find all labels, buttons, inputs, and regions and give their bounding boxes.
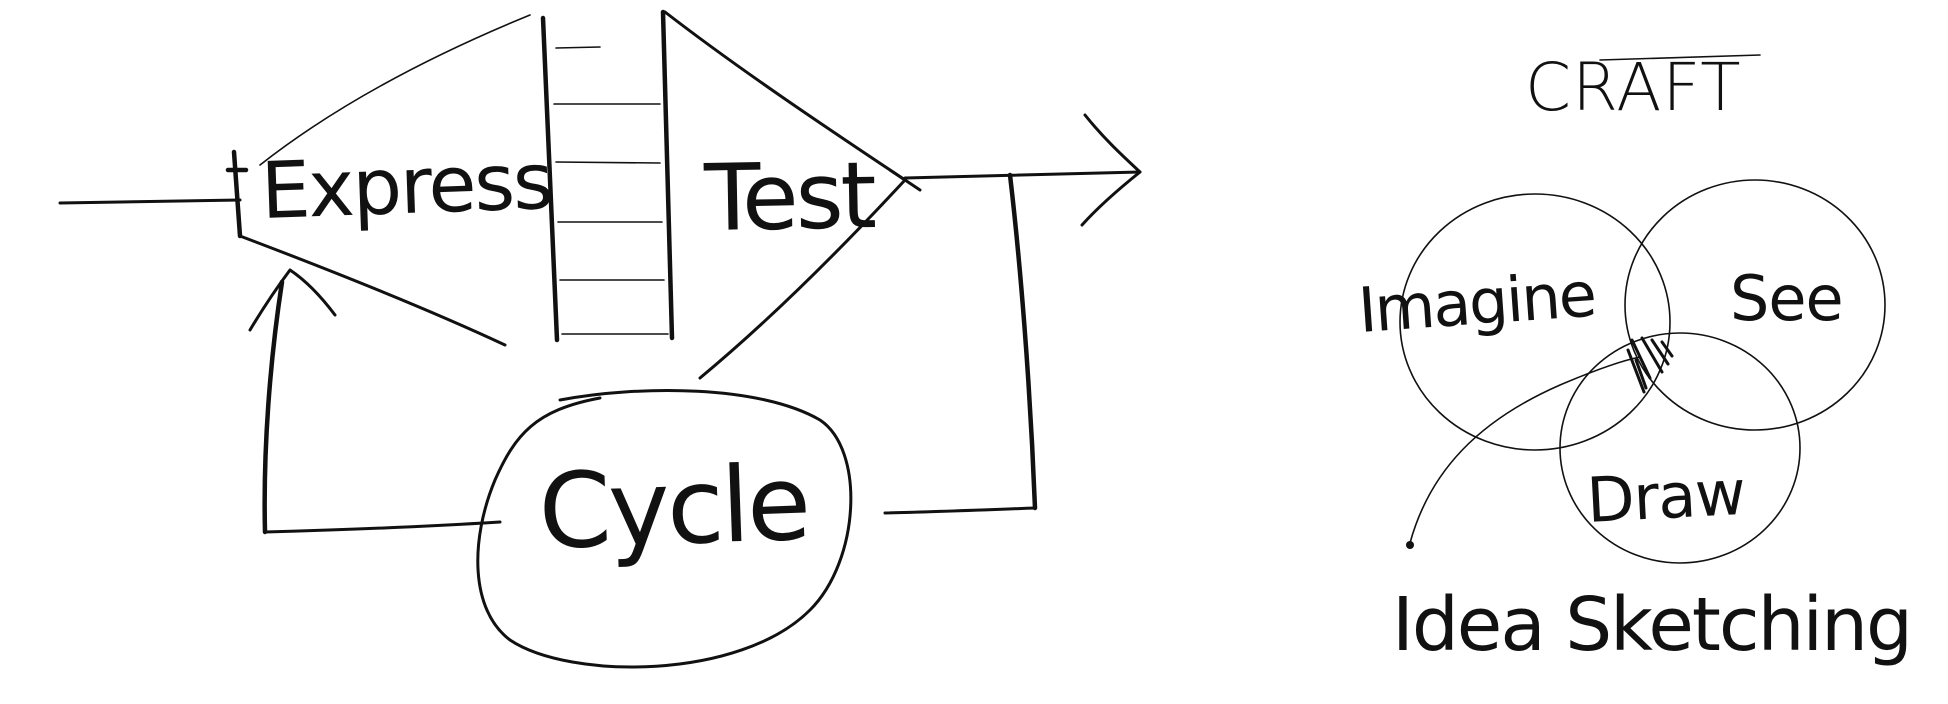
express-funnel-bottom bbox=[238, 234, 507, 347]
draw-circle bbox=[1559, 332, 1801, 564]
express-funnel-top bbox=[259, 14, 531, 166]
craft-title-stroke bbox=[1599, 54, 1761, 61]
caption-pointer bbox=[1409, 356, 1641, 544]
output-line bbox=[903, 170, 1142, 180]
craft-venn-diagram: CRAFT Imagine See Draw Idea Sketching bbox=[1356, 49, 1913, 668]
loop-left-bottom bbox=[263, 520, 502, 534]
input-line bbox=[58, 198, 242, 205]
draw-label: Draw bbox=[1585, 456, 1747, 537]
ladder-rungs bbox=[553, 46, 669, 335]
test-label: Test bbox=[703, 142, 876, 252]
express-label: Express bbox=[260, 137, 554, 237]
imagine-circle bbox=[1399, 193, 1671, 451]
intersection-hatch bbox=[1626, 336, 1674, 394]
imagine-label: Imagine bbox=[1356, 258, 1597, 347]
test-funnel-bottom bbox=[698, 178, 907, 380]
express-test-cycle-diagram: Express Test Cycle bbox=[58, 9, 1142, 669]
loop-right-bottom bbox=[883, 506, 1037, 515]
loop-arrowhead-icon bbox=[248, 268, 337, 332]
output-arrowhead-icon bbox=[1080, 113, 1142, 227]
test-point-tick bbox=[888, 168, 922, 192]
ladder-right-rail bbox=[660, 9, 675, 341]
see-label: See bbox=[1730, 262, 1843, 335]
caption-pointer-dot bbox=[1406, 541, 1414, 549]
craft-title: CRAFT bbox=[1525, 49, 1742, 126]
loop-right-vertical bbox=[1007, 172, 1038, 511]
see-circle bbox=[1624, 179, 1886, 431]
cycle-ellipse bbox=[476, 388, 853, 669]
ladder-left-rail bbox=[540, 15, 560, 343]
test-funnel-top bbox=[663, 10, 907, 182]
start-tick bbox=[225, 149, 249, 239]
loop-left-vertical bbox=[262, 279, 285, 535]
idea-sketching-caption: Idea Sketching bbox=[1392, 582, 1911, 668]
cycle-label: Cycle bbox=[537, 442, 810, 573]
